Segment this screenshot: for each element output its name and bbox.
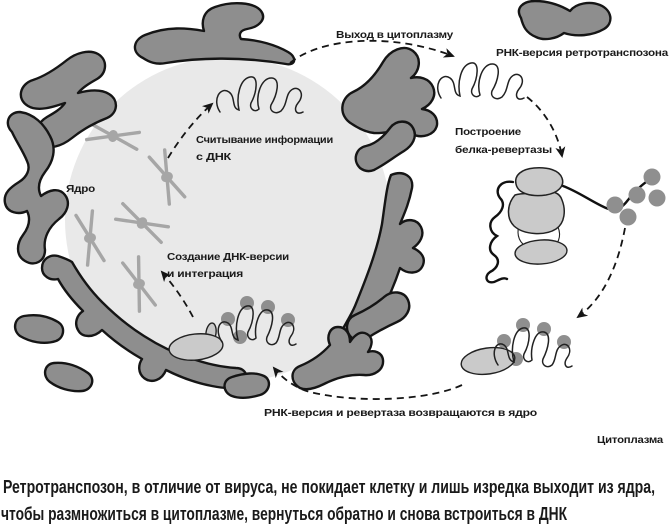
chromatin-blob: [517, 0, 612, 41]
rna-squiggle-with-revertase: [217, 305, 297, 347]
chromatin-blob: [291, 325, 385, 391]
label-build-protein-line2: белка-ревертазы: [455, 144, 552, 156]
rna-revertase-complex-nucleus: [168, 296, 297, 361]
chromatin-blobs: [3, 0, 612, 399]
caption-line1: Ретротранспозон, в отличие от вируса, не…: [3, 477, 655, 497]
process-arrows: [160, 39, 626, 400]
protein-bead: [619, 208, 637, 226]
ribosome-subunit-large: [507, 190, 565, 235]
chromatin-blob: [19, 50, 118, 149]
label-create-dna-line2: и интеграция: [167, 268, 243, 280]
rna-thread: [485, 180, 515, 284]
rna-squiggle-cytoplasm: [437, 62, 525, 100]
revertase-bead: [233, 330, 247, 344]
label-create-dna-line1: Создание ДНК-версии: [167, 251, 289, 263]
chromatin-blob: [13, 314, 65, 344]
arrow-integration: [160, 270, 194, 318]
chromatin-blob: [3, 110, 70, 265]
chromatin-blob: [43, 361, 94, 393]
label-build-protein-line1: Построение: [455, 126, 521, 138]
rna-squiggle-with-revertase: [493, 327, 573, 369]
dna-copy-oval: [460, 346, 516, 376]
revertase-bead: [537, 322, 551, 336]
label-reading-info-line1: Считывание информации: [196, 134, 333, 146]
label-nucleus: Ядро: [66, 183, 95, 195]
dna-copy-oval: [168, 333, 224, 361]
label-reading-info-line2: с ДНК: [196, 151, 232, 163]
revertase-bead: [261, 300, 275, 314]
ribosome-subunit-small: [514, 167, 564, 197]
arrow-dna-to-rna: [167, 102, 214, 159]
chromatin-blob: [133, 2, 296, 66]
label-exit-to-cytoplasm: Выход в цитоплазму: [336, 29, 453, 41]
arrow-exit-to-cytoplasm: [289, 39, 455, 64]
arrow-rna-to-ribosome: [526, 96, 566, 158]
chromatin-blob: [223, 372, 271, 399]
chromatin-blob: [334, 172, 425, 358]
rna-revertase-complex-cytoplasm: [460, 318, 573, 376]
label-cytoplasm: Цитоплазма: [597, 434, 663, 446]
label-return-to-nucleus: РНК-версия и ревертаза возвращаются в яд…: [264, 407, 537, 419]
nucleus-body: [65, 57, 391, 383]
protein-bead: [628, 186, 646, 204]
diagram-labels: Выход в цитоплазму РНК-версия ретротранс…: [66, 29, 669, 446]
ribosome-complex: [485, 167, 666, 284]
protein-bead: [648, 189, 666, 207]
caption-line2: чтобы размножиться в цитоплазме, вернуть…: [1, 504, 568, 524]
chromatin-blob: [354, 120, 417, 173]
ribosome-subunit-oval: [514, 239, 568, 265]
protein-bead: [643, 168, 661, 186]
figure-caption: Ретротранспозон, в отличие от вируса, не…: [1, 477, 655, 524]
arrow-return-to-nucleus: [272, 366, 463, 400]
arrow-ribosome-to-complex: [576, 227, 626, 319]
protein-bead: [606, 196, 624, 214]
rna-squiggle-nucleus: [216, 76, 304, 114]
label-rna-version: РНК-версия ретротранспозона: [496, 47, 668, 59]
